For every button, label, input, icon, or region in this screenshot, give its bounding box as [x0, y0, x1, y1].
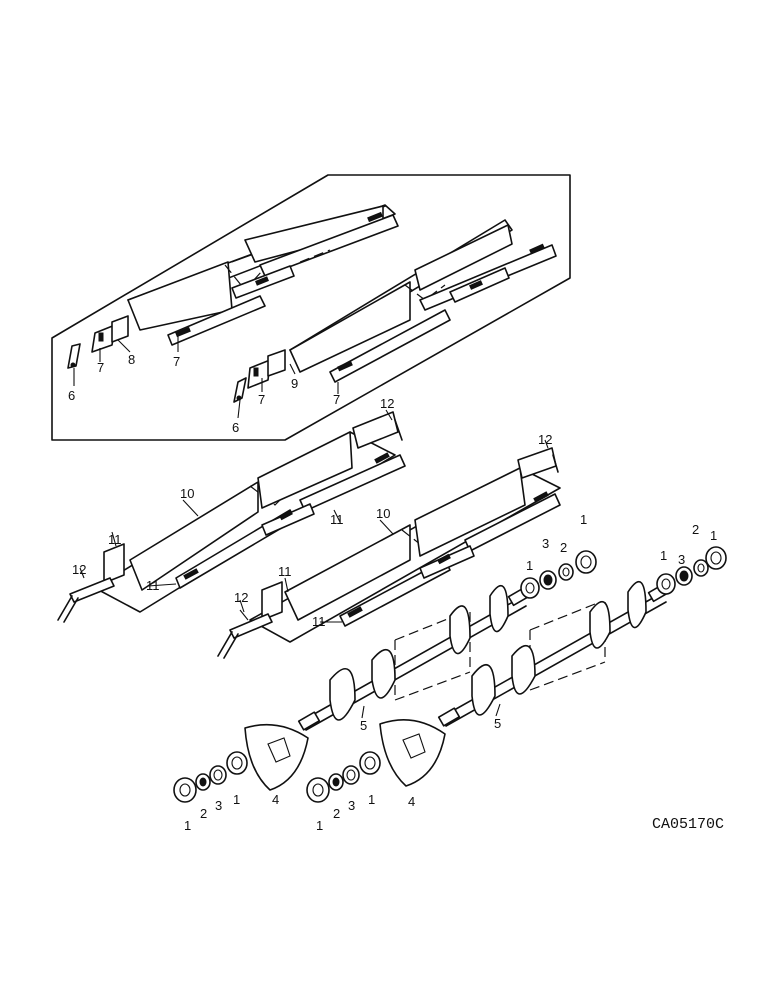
callout-1: 1	[660, 548, 667, 563]
callout-6: 6	[68, 388, 75, 403]
callout-7: 7	[97, 360, 104, 375]
callout-1: 1	[184, 818, 191, 833]
callout-7: 7	[258, 392, 265, 407]
callout-3: 3	[542, 536, 549, 551]
callout-3: 3	[678, 552, 685, 567]
callout-10: 10	[180, 486, 194, 501]
bearing-set-lower-2	[306, 751, 381, 803]
callout-3: 3	[215, 798, 222, 813]
callout-4: 4	[272, 792, 279, 807]
callout-11: 11	[330, 512, 344, 527]
bearing-set-upper-1	[520, 550, 597, 599]
callout-8: 8	[128, 352, 135, 367]
trough-assembly-left	[57, 411, 406, 623]
callout-2: 2	[333, 806, 340, 821]
callout-1: 1	[710, 528, 717, 543]
callout-5: 5	[494, 716, 501, 731]
inset-right-pan-assembly	[233, 219, 557, 403]
callout-4: 4	[408, 794, 415, 809]
callout-1: 1	[368, 792, 375, 807]
callout-2: 2	[200, 806, 207, 821]
callout-11: 11	[278, 564, 292, 579]
callout-7: 7	[333, 392, 340, 407]
callout-12: 12	[234, 590, 248, 605]
callout-7: 7	[173, 354, 180, 369]
callout-3: 3	[348, 798, 355, 813]
callout-11: 11	[146, 578, 160, 593]
end-plate-right	[379, 718, 446, 787]
callout-2: 2	[692, 522, 699, 537]
callout-10: 10	[376, 506, 390, 521]
callouts: 6 7 8 7 6 7 9 7 12 12 10 11 11 12 11 10 …	[68, 352, 717, 833]
drawing-code: CA05170C	[652, 816, 724, 833]
trough-assembly-right	[217, 447, 561, 659]
inset-frame	[51, 174, 571, 441]
callout-11: 11	[312, 614, 326, 629]
callout-12: 12	[380, 396, 394, 411]
callout-9: 9	[291, 376, 298, 391]
end-plate-left	[244, 723, 309, 791]
callout-12: 12	[538, 432, 552, 447]
callout-1: 1	[233, 792, 240, 807]
auger-right	[437, 580, 669, 727]
bearing-set-lower-1	[173, 751, 248, 803]
inset-left-pan-assembly	[67, 204, 399, 369]
callout-1: 1	[316, 818, 323, 833]
bearing-set-upper-2	[656, 546, 727, 595]
callout-1: 1	[580, 512, 587, 527]
callout-1: 1	[526, 558, 533, 573]
callout-2: 2	[560, 540, 567, 555]
callout-11: 11	[108, 532, 122, 547]
leader-lines	[73, 336, 549, 719]
callout-12: 12	[72, 562, 86, 577]
callout-6: 6	[232, 420, 239, 435]
callout-5: 5	[360, 718, 367, 733]
